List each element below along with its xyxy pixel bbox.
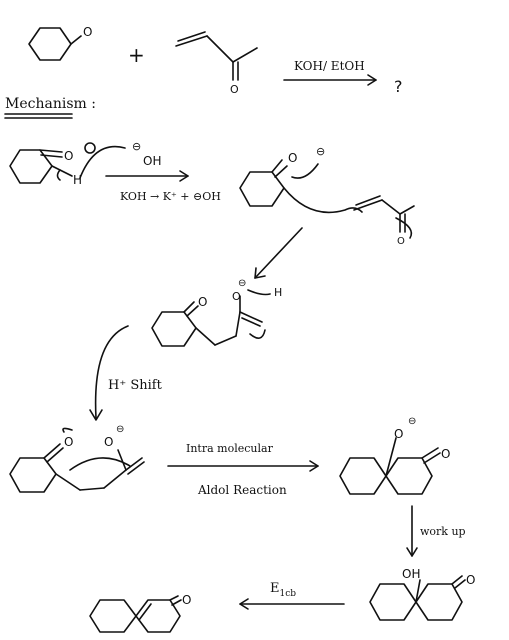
cyclohexanone-reactant: O bbox=[28, 25, 92, 61]
reaction-arrow bbox=[283, 74, 377, 86]
electron-push-arrow bbox=[56, 169, 61, 181]
step2-enone-oxygen: O bbox=[397, 236, 405, 247]
step3-push-arrow bbox=[249, 329, 266, 339]
step2-oxygen-label: O bbox=[288, 151, 297, 165]
step5-charge: ⊖ bbox=[408, 416, 416, 427]
h-shift-arrow bbox=[89, 325, 129, 421]
plus-sign: + bbox=[128, 43, 145, 67]
step2-charge: ⊖ bbox=[316, 145, 325, 158]
step1-cyclohexanone: O H bbox=[9, 149, 82, 187]
step3-oxygen-label: O bbox=[198, 295, 207, 309]
product-ketone-oxygen: O bbox=[182, 593, 191, 607]
step2-enone: O bbox=[353, 195, 415, 247]
step5-alkoxide: O ⊖ O bbox=[339, 416, 450, 495]
unknown-product-mark: ? bbox=[394, 77, 403, 96]
step4-oxygen-label: O bbox=[64, 435, 73, 449]
step4-enolate-diketone: O O ⊖ bbox=[9, 424, 145, 493]
step1-oxygen-label: O bbox=[64, 149, 73, 163]
octalone-product: O bbox=[89, 593, 191, 633]
enone-push-arrow bbox=[395, 217, 413, 239]
koh-dissociation-equation: KOH → K⁺ + ⊖OH bbox=[120, 190, 221, 203]
ketone-oxygen-label: O bbox=[83, 25, 92, 39]
step3-proton-label: H bbox=[274, 286, 282, 299]
hydroxyl-label: OH bbox=[402, 567, 420, 581]
aldol-arrow bbox=[167, 460, 319, 472]
work-up-arrow bbox=[406, 505, 418, 557]
enone-oxygen-label: O bbox=[230, 83, 239, 96]
hydroxide-charge: ⊖ bbox=[132, 140, 141, 153]
mechanism-heading: Mechanism : bbox=[5, 96, 96, 112]
step5-ketone-oxygen: O bbox=[441, 447, 450, 461]
e1cb-label: E1cb bbox=[270, 581, 296, 599]
hydroxide-label: OH bbox=[143, 154, 161, 168]
step4-enolate-oxygen: O bbox=[104, 435, 113, 449]
step3-michael-adduct: O O ⊖ H bbox=[151, 278, 282, 347]
methyl-vinyl-ketone-reactant: O bbox=[175, 31, 258, 96]
step4-cyclization-arrow bbox=[69, 457, 131, 471]
enolate-push-arrow bbox=[291, 163, 319, 179]
step6-ketone-oxygen: O bbox=[466, 573, 475, 587]
step4-charge: ⊖ bbox=[116, 424, 124, 435]
proton-transfer-arrow bbox=[247, 289, 271, 296]
step1-lone-pair-circle bbox=[84, 142, 96, 154]
step3-enolate-oxygen: O bbox=[232, 290, 241, 303]
alpha-hydrogen-label: H bbox=[73, 173, 82, 187]
e1cb-arrow bbox=[239, 598, 345, 610]
step4-ring-arrow bbox=[62, 427, 73, 433]
work-up-label: work up bbox=[420, 525, 466, 538]
reagent-label: KOH/ EtOH bbox=[294, 59, 365, 73]
step2-to-step3-arrow bbox=[254, 227, 303, 279]
aldol-label-line1: Intra molecular bbox=[186, 442, 274, 455]
step3-charge: ⊖ bbox=[238, 278, 246, 289]
h-shift-label: H⁺ Shift bbox=[108, 378, 163, 393]
step1-arrow bbox=[105, 170, 189, 182]
step5-oxygen-label: O bbox=[394, 427, 403, 441]
step2-enolate: O ⊖ bbox=[239, 145, 325, 207]
michael-attack-arrow bbox=[283, 187, 363, 214]
hydroxide-attack-arrow bbox=[79, 145, 126, 179]
aldol-label-line2: Aldol Reaction bbox=[197, 483, 287, 497]
step6-aldol-product: OH O bbox=[369, 567, 475, 621]
